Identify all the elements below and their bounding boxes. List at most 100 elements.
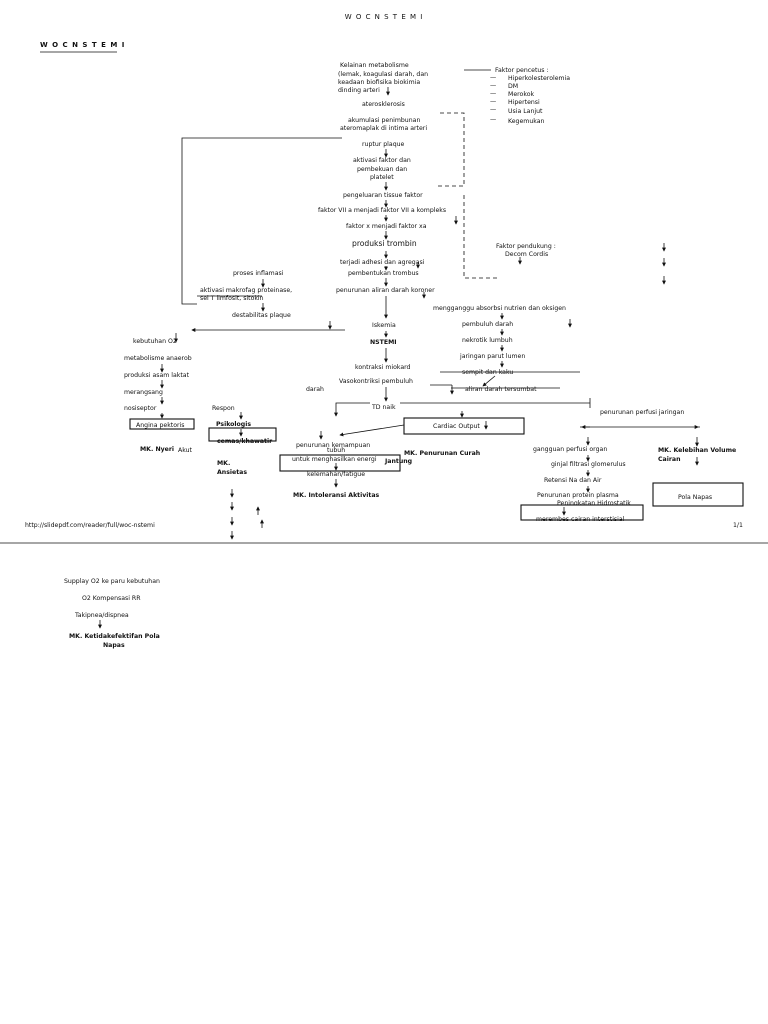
node-ginjal: ginjal filtrasi glomerulus	[551, 461, 626, 468]
node-nekrotik: nekrotik lumbuh	[462, 337, 513, 344]
cause-line-1: Kelainan metabolisme	[340, 62, 409, 69]
node-produksi-asam-laktat: produksi asam laktat	[124, 372, 190, 379]
risk-factor-label: Hipertensi	[508, 99, 540, 106]
node-merembes: merembes cairan interstisial	[536, 516, 625, 523]
risk-factor-item: —	[490, 116, 496, 123]
mk-intoleransi: MK. Intoleransi Aktivitas	[293, 492, 380, 499]
node-aktivasi-1: aktivasi faktor dan	[353, 157, 411, 164]
risk-factor-item: —	[490, 82, 496, 89]
mk-ansietas-2: Ansietas	[217, 469, 247, 476]
node-sempit: sempit dan kaku	[462, 369, 513, 376]
cause-line-2: (lemak, koagulasi darah, dan	[338, 71, 428, 78]
node-destabilitas: destabilitas plaque	[232, 312, 291, 319]
footer-url: http://slidepdf.com/reader/full/woc-nste…	[25, 522, 155, 529]
node-hidrostatik: Peningkatan Hidrostatik	[557, 500, 631, 507]
footer-page: 1/1	[733, 522, 743, 529]
mk-curah-1: MK. Penurunan Curah	[404, 450, 480, 457]
node-kebutuhan-o2: kebutuhan O2	[133, 338, 177, 345]
node-trombin: produksi trombin	[352, 239, 417, 248]
feedback-line-left	[181, 137, 342, 305]
supporting-factor-title: Faktor pendukung :	[496, 243, 556, 250]
node-aktivasi-3: platelet	[370, 174, 394, 181]
node-penurunan-kemampuan-1: penurunan kemampuan	[296, 442, 370, 449]
node-td-naik: TD naik	[371, 404, 396, 411]
node-tissue-faktor: pengeluaran tissue faktor	[343, 192, 423, 199]
node-supplai-o2: Supplay O2 ke paru kebutuhan	[64, 578, 160, 585]
dashed-loop-lower	[463, 195, 500, 279]
node-merangsang: merangsang	[124, 389, 163, 396]
energi-box	[279, 454, 401, 472]
node-nstemi: NSTEMI	[370, 339, 397, 346]
mk-nyeri: MK. Nyeri	[140, 446, 174, 453]
node-trombus: pembentukan trombus	[348, 270, 419, 277]
node-kompensasi-rr: O2 Kompensasi RR	[82, 595, 141, 602]
node-energi: untuk menghasilkan energi	[292, 456, 377, 463]
risk-factors-list: — Hiperkolesterolemia — DM — Merokok — H…	[490, 74, 570, 125]
document-title: W O C N S T E M I	[40, 41, 125, 49]
mk-curah-2: Jantung	[384, 458, 412, 465]
node-aliran-tersumbat: aliran darah tersumbat	[465, 386, 537, 393]
risk-factor-label: Merokok	[508, 91, 534, 98]
angina-box	[129, 418, 195, 430]
cardiac-output-box	[403, 417, 525, 435]
risk-factor-label: Hiperkolesterolemia	[508, 75, 570, 82]
node-aktivasi-makrofag-2: sel T limfosit, sitokin	[200, 295, 264, 302]
supporting-factor-item: Decom Cordis	[505, 251, 548, 258]
risk-factor-item: —	[490, 98, 496, 105]
mk-kelebihan-volume-1: MK. Kelebihan Volume	[658, 447, 736, 454]
node-kelemahan: kelemahan/fatigue	[307, 471, 365, 478]
hidrostatik-box	[520, 504, 644, 521]
node-cemas: cemas/khawatir	[217, 438, 273, 445]
arrow-sempit	[482, 375, 496, 387]
node-penurunan-perfusi: penurunan perfusi jaringan	[600, 409, 684, 416]
pola-napas-box	[652, 482, 744, 507]
cause-line-3: keadaan biofisika biokimia	[338, 79, 420, 86]
node-pembuluh-darah: pembuluh darah	[462, 321, 513, 328]
node-gangguan-perfusi: gangguan perfusi organ	[533, 446, 607, 453]
page-header: W O C N S T E M I	[345, 13, 424, 21]
risk-factor-item: —	[490, 106, 496, 113]
node-mengganggu: mengganggu absorbsi nutrien dan oksigen	[433, 305, 566, 312]
node-faktor-x: faktor x menjadi faktor xa	[346, 223, 427, 230]
node-faktor-vii: faktor VII a menjadi faktor VII a komple…	[318, 207, 446, 214]
cause-line-4: dinding arteri	[338, 87, 380, 94]
node-takipnea: Takipnea/dispnea	[74, 612, 129, 619]
node-aterosklerosis: aterosklerosis	[362, 101, 405, 108]
risk-factor-label: Kegemukan	[508, 118, 545, 125]
node-cardiac-output: Cardiac Output	[433, 423, 480, 430]
node-nosiseptor: nosiseptor	[124, 405, 157, 412]
td-left-line	[335, 402, 370, 414]
node-adhesi: terjadi adhesi dan agregasi	[340, 259, 425, 266]
node-protein-plasma: Penurunan protein plasma	[537, 492, 619, 499]
mk-pola-napas-1: MK. Ketidakefektifan Pola	[69, 633, 160, 640]
node-iskemia: Iskemia	[372, 322, 396, 329]
node-vasokontriksi: Vasokontriksi pembuluh	[339, 378, 413, 385]
node-jaringan-parut: jaringan parut lumen	[459, 353, 525, 360]
node-aliran-koroner: penurunan aliran darah koroner	[336, 287, 435, 294]
node-pola-napas: Pola Napas	[678, 494, 712, 501]
node-penurunan-kemampuan-2: tubuh	[327, 447, 345, 454]
mk-kelebihan-volume-2: Cairan	[658, 456, 680, 463]
risk-factor-item: —	[490, 90, 496, 97]
risk-factors-title: Faktor pencetus :	[495, 67, 549, 74]
mk-pola-napas-2: Napas	[103, 642, 125, 649]
node-kontraksi-miokard: kontraksi miokard	[355, 364, 411, 371]
risk-factor-item: —	[490, 74, 496, 81]
node-aktivasi-2: pembekuan dan	[357, 166, 407, 173]
node-angina-pektoris: Angina pektoris	[136, 422, 185, 429]
node-akumulasi-2: ateromaplak di intima arteri	[340, 125, 427, 132]
risk-factor-label: DM	[508, 83, 518, 90]
node-ruptur: ruptur plaque	[362, 141, 405, 148]
node-proses-inflamasi: proses inflamasi	[233, 270, 284, 277]
node-darah: darah	[306, 386, 324, 393]
node-akumulasi-1: akumulasi penimbunan	[348, 117, 420, 124]
risk-factor-label: Usia Lanjut	[508, 108, 543, 115]
node-respon: Respon	[212, 405, 235, 412]
mk-ansietas-1: MK.	[217, 460, 230, 467]
node-aktivasi-makrofag-1: aktivasi makrofag proteinase,	[200, 287, 292, 294]
arrow-cardiac-left	[339, 424, 405, 437]
node-psikologis: Psikologis	[216, 421, 251, 428]
mk-nyeri-akut: Akut	[178, 447, 193, 454]
node-metabolisme-anaerob: metabolisme anaerob	[124, 355, 192, 362]
